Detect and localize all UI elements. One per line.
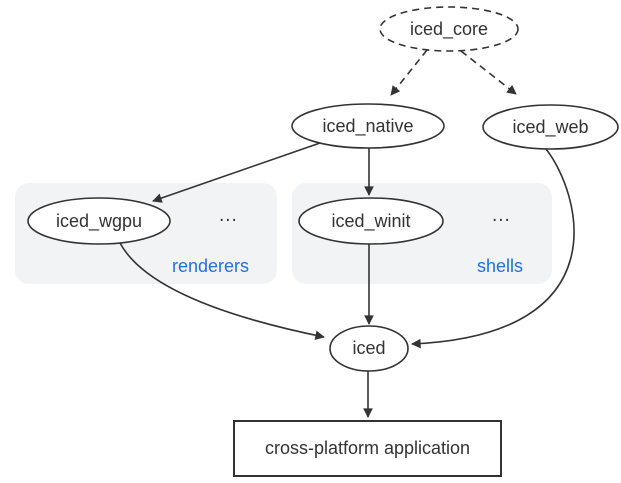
node-iced-wgpu-shape xyxy=(27,197,171,245)
node-iced-native-label: iced_native xyxy=(322,115,414,136)
node-iced-web-label: iced_web xyxy=(512,116,589,137)
shells-group-label: shells xyxy=(476,256,523,276)
renderers-group-label: renderers xyxy=(171,256,249,276)
node-iced-shape xyxy=(329,325,409,372)
node-application-label: cross-platform application xyxy=(264,438,471,458)
edge-iced_core-to-iced_web xyxy=(460,50,517,95)
node-iced-label: iced xyxy=(352,338,386,358)
edge-iced_wgpu-to-iced xyxy=(119,242,325,340)
edge-iced_core-to-iced_native xyxy=(390,49,428,96)
shells-ellipsis: ... xyxy=(492,205,511,226)
node-iced-winit-label: iced_winit xyxy=(331,210,411,231)
edge-iced_web-to-iced xyxy=(411,148,575,349)
node-iced-winit-shape xyxy=(298,197,444,245)
node-iced-native-shape xyxy=(291,103,445,149)
node-iced-core-label: iced_core xyxy=(409,18,489,39)
node-application-shape xyxy=(233,420,502,477)
renderers-ellipsis: ... xyxy=(219,205,238,226)
edge-iced_native-to-iced_wgpu xyxy=(152,142,321,203)
node-iced-web-shape xyxy=(482,104,619,150)
node-iced-core-shape xyxy=(379,6,519,52)
node-iced-wgpu-label: iced_wgpu xyxy=(55,210,143,231)
